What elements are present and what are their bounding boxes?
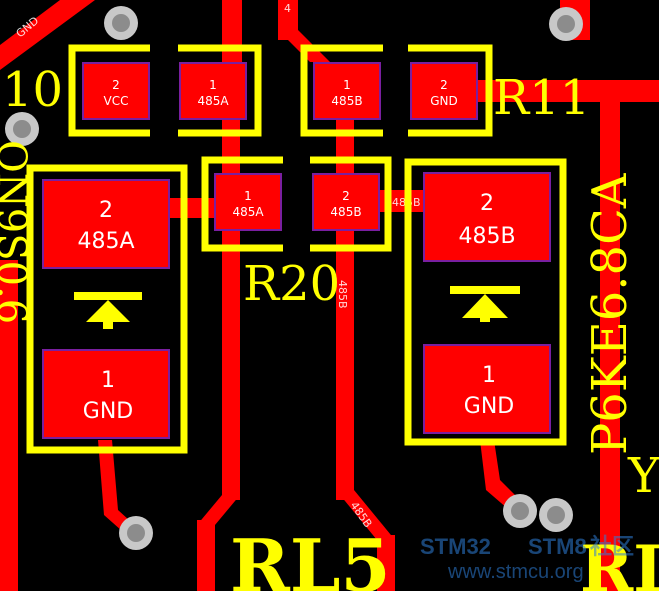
via[interactable] xyxy=(119,516,153,550)
trace-485a-bottom xyxy=(197,520,215,591)
pad-number: 1 xyxy=(244,189,252,203)
pad-number: 2 xyxy=(480,191,494,216)
trace-485b-bottom xyxy=(377,535,395,591)
trace-485b-diag xyxy=(336,490,395,540)
pad-net-label: 485B xyxy=(331,94,362,108)
pad-diode-left-gnd[interactable]: 1 GND xyxy=(42,349,170,439)
trace-label-485b-mid: 485B xyxy=(336,280,349,309)
diode-symbols xyxy=(74,286,520,329)
diode-left-triangle xyxy=(86,300,130,322)
diode-left-bar xyxy=(74,292,142,300)
trace-label-top-4: 4 xyxy=(284,2,291,15)
r11-outline-mid-left xyxy=(178,44,262,137)
diode-right-triangle xyxy=(462,294,508,318)
r20-outline-left xyxy=(201,156,283,252)
trace-gnd-diagonal xyxy=(0,0,95,70)
silk-ref-r11: R11 xyxy=(493,70,590,126)
trace-left-gnd-lead xyxy=(98,440,140,538)
watermark: STM32 STM8 社区 www.stmcu.org xyxy=(420,534,634,583)
pad-r11-gnd[interactable]: 2 GND xyxy=(410,62,478,120)
diode-left-outline xyxy=(26,164,188,454)
pad-net-label: 485A xyxy=(232,205,264,219)
watermark-brand-stm32: STM32 xyxy=(420,534,491,559)
via[interactable] xyxy=(503,494,537,528)
silk-left-vertical: ON9S0.6 xyxy=(0,140,34,324)
via[interactable] xyxy=(539,498,573,532)
vias xyxy=(5,6,583,550)
resistor-pads: 2 VCC 1 485A 1 485B 2 GND 1 485A 2 485B xyxy=(82,62,478,231)
trace-right-gnd-vertical xyxy=(600,100,620,591)
silk-ref-rl5: RL5 xyxy=(230,523,391,591)
pad-diode-left-485a[interactable]: 2 485A xyxy=(42,179,170,269)
via[interactable] xyxy=(104,6,138,40)
pad-number: 2 xyxy=(112,78,120,92)
pad-number: 1 xyxy=(343,78,351,92)
diode-left-stem xyxy=(103,315,113,329)
pad-r11-485b[interactable]: 1 485B xyxy=(313,62,381,120)
pad-r20-485b[interactable]: 2 485B xyxy=(312,173,380,231)
silk-ref-left: 10 xyxy=(2,62,63,118)
pad-net-label: 485A xyxy=(77,229,134,254)
pad-number: 2 xyxy=(342,189,350,203)
trace-485a-jog xyxy=(197,495,240,525)
pad-number: 1 xyxy=(101,368,115,393)
pad-r11-vcc[interactable]: 2 VCC xyxy=(82,62,150,120)
r11-outline-right xyxy=(408,44,493,137)
watermark-brand-stm8: STM8 xyxy=(528,534,587,559)
pad-net-label: 485B xyxy=(458,224,515,249)
silk-ref-r20: R20 xyxy=(243,256,340,312)
pad-net-label: 485A xyxy=(197,94,229,108)
pad-diode-right-gnd[interactable]: 1 GND xyxy=(423,344,551,434)
r11-outline-left xyxy=(68,44,150,137)
pad-number: 2 xyxy=(440,78,448,92)
pad-net-label: GND xyxy=(83,399,133,424)
r11-outline-mid-right xyxy=(300,44,383,137)
pad-r11-485a[interactable]: 1 485A xyxy=(179,62,247,120)
pad-number: 2 xyxy=(99,198,113,223)
via[interactable] xyxy=(549,7,583,41)
trace-r11-gnd xyxy=(470,80,659,102)
silk-fragment-right-bottom: RI xyxy=(580,532,659,591)
pad-net-label: GND xyxy=(430,94,458,108)
pad-net-label: VCC xyxy=(104,94,129,108)
pad-net-label: GND xyxy=(464,394,514,419)
pad-number: 1 xyxy=(482,363,496,388)
pad-diode-right-485b[interactable]: 2 485B xyxy=(423,172,551,262)
pad-net-label: 485B xyxy=(330,205,361,219)
trace-left-edge xyxy=(0,260,18,591)
diode-right-outline xyxy=(404,158,567,446)
watermark-url: www.stmcu.org xyxy=(447,561,584,583)
silk-part-p6ke: P6KE6.8CA xyxy=(582,172,638,455)
silkscreen-text: 10 R11 R20 RL5 P6KE6.8CA Y ON9S0.6 RI xyxy=(0,62,659,591)
pad-r20-485a[interactable]: 1 485A xyxy=(214,173,282,231)
pad-number: 1 xyxy=(209,78,217,92)
trace-485a-vertical xyxy=(222,0,242,62)
diode-right-bar xyxy=(450,286,520,294)
silk-fragment-y: Y xyxy=(627,448,659,504)
r20-outline-right xyxy=(310,156,392,252)
diode-right-stem xyxy=(480,308,490,322)
via[interactable] xyxy=(5,112,39,146)
diode-pads: 2 485A 1 GND 2 485B 1 GND xyxy=(42,172,551,439)
silkscreen-outlines xyxy=(26,44,567,454)
watermark-brand-community: 社区 xyxy=(590,534,634,559)
